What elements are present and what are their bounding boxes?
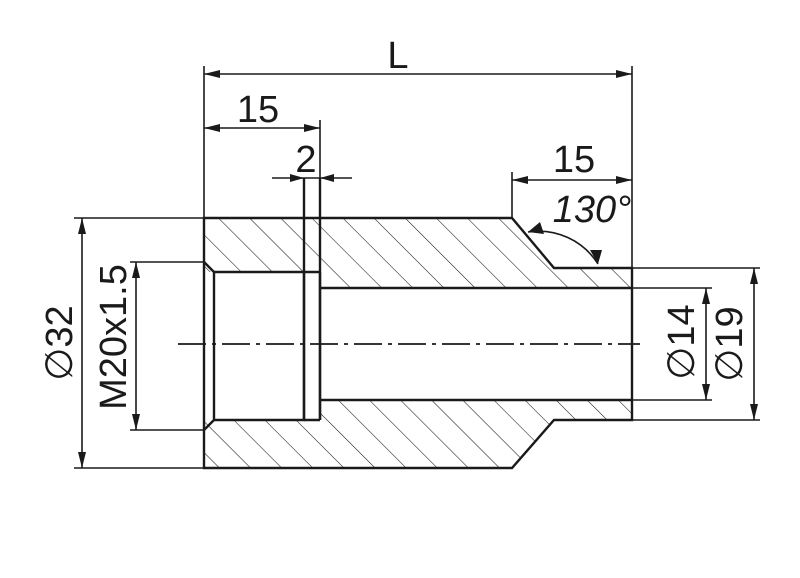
label-spigot-diameter: ∅19 (709, 306, 751, 381)
label-outer-diameter: ∅32 (39, 305, 81, 380)
bore-outline (318, 272, 632, 420)
groove-outline (302, 178, 322, 422)
dimension-chamfer-angle (527, 222, 602, 265)
dimension-length-L (203, 66, 633, 268)
label-chamfer-length: 15 (553, 139, 595, 181)
label-chamfer-angle: 130° (553, 189, 632, 231)
upper-wall-section (204, 218, 632, 288)
thread-major-lines (130, 261, 204, 431)
dimension-chamfer-length (511, 172, 632, 218)
label-bore-diameter: ∅14 (661, 304, 703, 379)
lower-wall-section (204, 400, 632, 468)
dimension-spigot-diameter (632, 267, 760, 421)
label-thread-length: 15 (237, 89, 279, 131)
dimension-thread (132, 262, 140, 430)
dimension-groove-width (272, 174, 352, 182)
label-thread: M20x1.5 (93, 264, 135, 410)
label-overall-length: L (387, 35, 408, 77)
label-groove-width: 2 (295, 139, 316, 181)
thread-bore-area (214, 272, 304, 420)
dimension-thread-length (204, 120, 321, 178)
dimension-bore-diameter (632, 287, 712, 401)
dimension-outer-diameter (74, 217, 204, 469)
